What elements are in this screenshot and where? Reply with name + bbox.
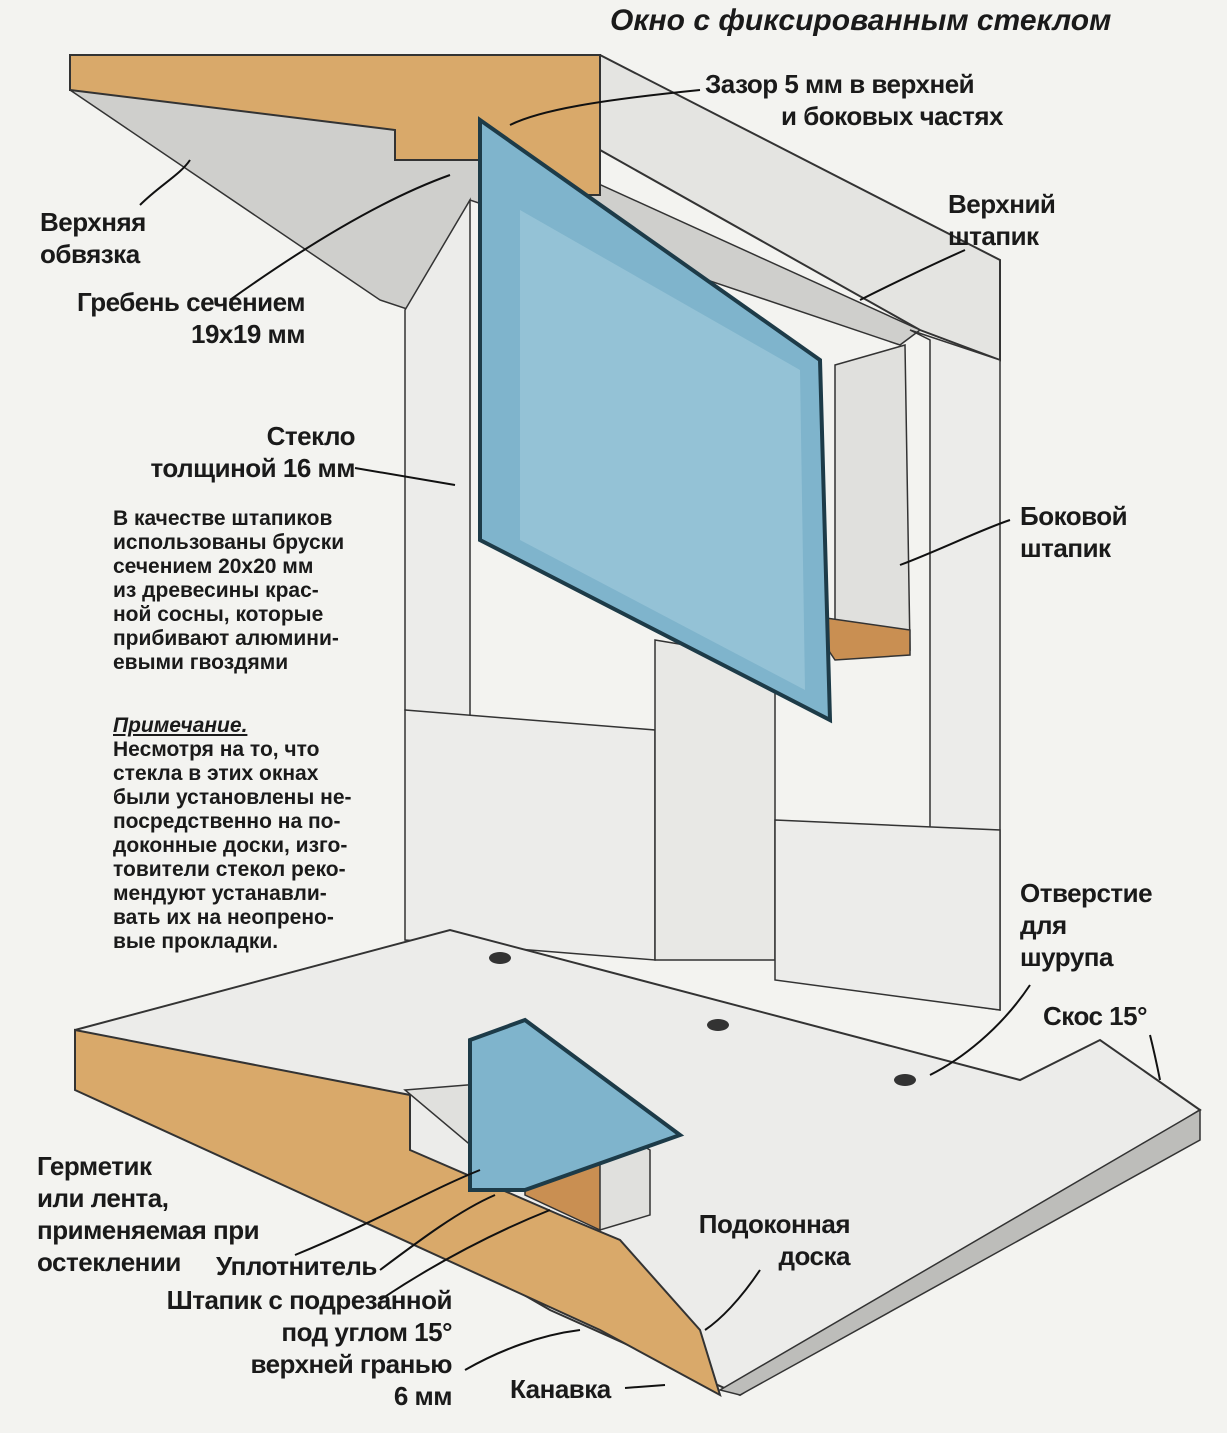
text-line: ной сосны, которые (113, 603, 324, 626)
label-line: толщиной 16 мм (150, 453, 356, 483)
screw-hole-icon (894, 1074, 916, 1086)
text-line: прибивают алюмини- (113, 627, 339, 650)
label-side-stop: Боковой штапик (1020, 500, 1128, 564)
label-sill: Подоконная доска (640, 1208, 851, 1272)
label-line: Гребень сечением (76, 287, 306, 317)
label-line: доска (778, 1241, 851, 1271)
screw-hole-icon (489, 952, 511, 964)
label-line: Отверстие (1020, 878, 1153, 908)
label-line: Подоконная (698, 1209, 851, 1239)
label-line: обвязка (40, 239, 140, 269)
label-line: шурупа (1020, 942, 1113, 972)
label-line: или лента, (37, 1183, 169, 1213)
label-line: Штапик с подрезанной (166, 1285, 453, 1315)
lower-right-block (774, 819, 1001, 1011)
label-line: 6 мм (393, 1381, 453, 1411)
glass-highlight (520, 210, 805, 690)
label-line: Зазор 5 мм в верхней (705, 69, 975, 99)
label-groove: Канавка (510, 1374, 611, 1404)
lower-glass (468, 1017, 685, 1192)
label-line: верхней гранью (250, 1349, 452, 1379)
label-line: штапик (948, 221, 1039, 251)
side-stop (834, 344, 911, 651)
label-ridge: Гребень сечением 19x19 мм (40, 286, 306, 350)
label-top-rail: Верхняя обвязка (40, 206, 146, 270)
note-line: Несмотря на то, что (113, 738, 320, 761)
label-line: штапик (1020, 533, 1111, 563)
sill-front (718, 1108, 1201, 1396)
label-top-stop: Верхний штапик (948, 188, 1056, 252)
note-block: Примечание. Несмотря на то, что стекла в… (113, 714, 393, 954)
note-line: стекла в этих окнах (113, 762, 319, 785)
label-sealant: Герметик или лента, применяемая при осте… (37, 1150, 260, 1278)
text-block: В качестве штапиков использованы бруски … (113, 507, 393, 675)
text-line: использованы бруски (113, 531, 345, 554)
label-gap: Зазор 5 мм в верхней и боковых частях (705, 68, 1003, 132)
label-screw-hole: Отверстие для шурупа (1020, 877, 1153, 973)
leader-lines (139, 89, 1161, 1389)
label-line: Верхняя (40, 207, 146, 237)
label-line: Верхний (948, 189, 1056, 219)
note-line: вые прокладки. (113, 930, 279, 953)
label-line: Герметик (37, 1151, 152, 1181)
note-line: товители стекол реко- (113, 858, 346, 881)
label-line: остеклении (37, 1247, 181, 1277)
note-heading: Примечание. (113, 714, 248, 737)
label-line: Боковой (1020, 501, 1128, 531)
label-line: применяемая при (37, 1215, 260, 1245)
diagram-title: Окно с фиксированным стеклом (610, 4, 1112, 37)
label-bevel: Скос 15° (1043, 1001, 1148, 1031)
label-line: для (1020, 910, 1067, 940)
label-line: Стекло (266, 421, 356, 451)
sill-wood (74, 1028, 722, 1398)
label-glass: Стекло толщиной 16 мм (100, 420, 356, 484)
label-seal: Уплотнитель (216, 1251, 377, 1281)
text-line: из древесины крас- (113, 579, 319, 602)
text-line: В качестве штапиков (113, 507, 333, 530)
left-lower (404, 709, 656, 961)
screw-hole-icon (707, 1019, 729, 1031)
note-line: мендуют устанавли- (113, 882, 327, 905)
note-line: посредственно на по- (113, 810, 341, 833)
note-line: доконные доски, изго- (113, 834, 348, 857)
label-line: 19x19 мм (191, 319, 306, 349)
label-line: под углом 15° (281, 1317, 452, 1347)
label-line: и боковых частях (781, 101, 1003, 131)
text-line: евыми гвоздями (113, 651, 289, 674)
label-bevel-stop: Штапик с подрезанной под углом 15° верхн… (100, 1284, 453, 1412)
note-line: были установлены не- (113, 786, 352, 809)
text-line: сечением 20x20 мм (113, 555, 314, 578)
center-post (654, 639, 776, 961)
note-line: вать их на неопрено- (113, 906, 334, 929)
